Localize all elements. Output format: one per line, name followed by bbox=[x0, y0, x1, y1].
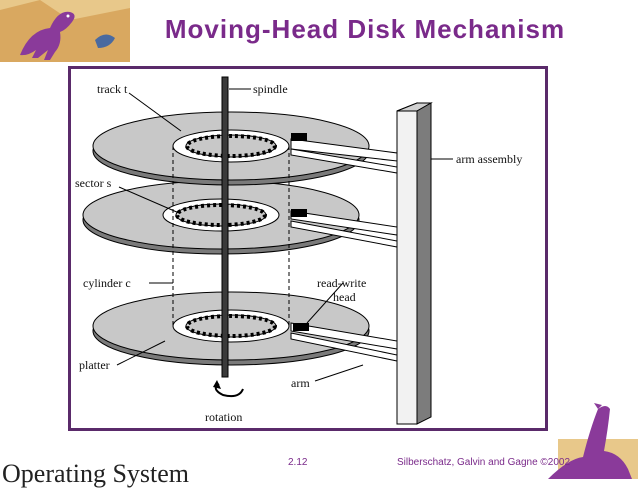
dinosaur-logo-bottom-right bbox=[548, 403, 638, 479]
label-read-write-head-line1: read-write bbox=[317, 276, 366, 290]
platter-middle bbox=[82, 180, 360, 255]
platter-top bbox=[92, 111, 370, 186]
label-sector: sector s bbox=[75, 176, 112, 190]
read-write-head-top bbox=[291, 133, 307, 141]
label-spindle: spindle bbox=[253, 82, 288, 96]
footer-copyright: Silberschatz, Galvin and Gagne ©2002 bbox=[397, 457, 571, 468]
label-read-write-head-line2: head bbox=[333, 290, 356, 304]
dinosaur-logo-top-left bbox=[0, 0, 130, 62]
arms bbox=[290, 138, 398, 362]
read-write-head-bottom bbox=[293, 323, 309, 331]
footer-course: Operating System bbox=[2, 459, 190, 488]
slide-title: Moving-Head Disk Mechanism bbox=[164, 14, 566, 44]
label-cylinder: cylinder c bbox=[83, 276, 131, 290]
label-arm: arm bbox=[291, 376, 310, 390]
footer-page-number: 2.12 bbox=[288, 457, 308, 468]
read-write-head-middle bbox=[291, 209, 307, 217]
label-platter: platter bbox=[79, 358, 110, 372]
spindle-shaft bbox=[221, 76, 229, 378]
arm-assembly-column bbox=[396, 102, 433, 425]
platter-bottom bbox=[92, 291, 370, 366]
leader-lines bbox=[116, 88, 453, 382]
label-rotation: rotation bbox=[205, 410, 242, 424]
diagram-frame: track t spindle sector s arm assembly cy… bbox=[68, 66, 548, 431]
rotation-arrow-icon bbox=[214, 383, 244, 398]
label-arm-assembly: arm assembly bbox=[456, 152, 522, 166]
disk-mechanism-diagram: track t spindle sector s arm assembly cy… bbox=[75, 76, 522, 425]
label-track: track t bbox=[97, 82, 128, 96]
